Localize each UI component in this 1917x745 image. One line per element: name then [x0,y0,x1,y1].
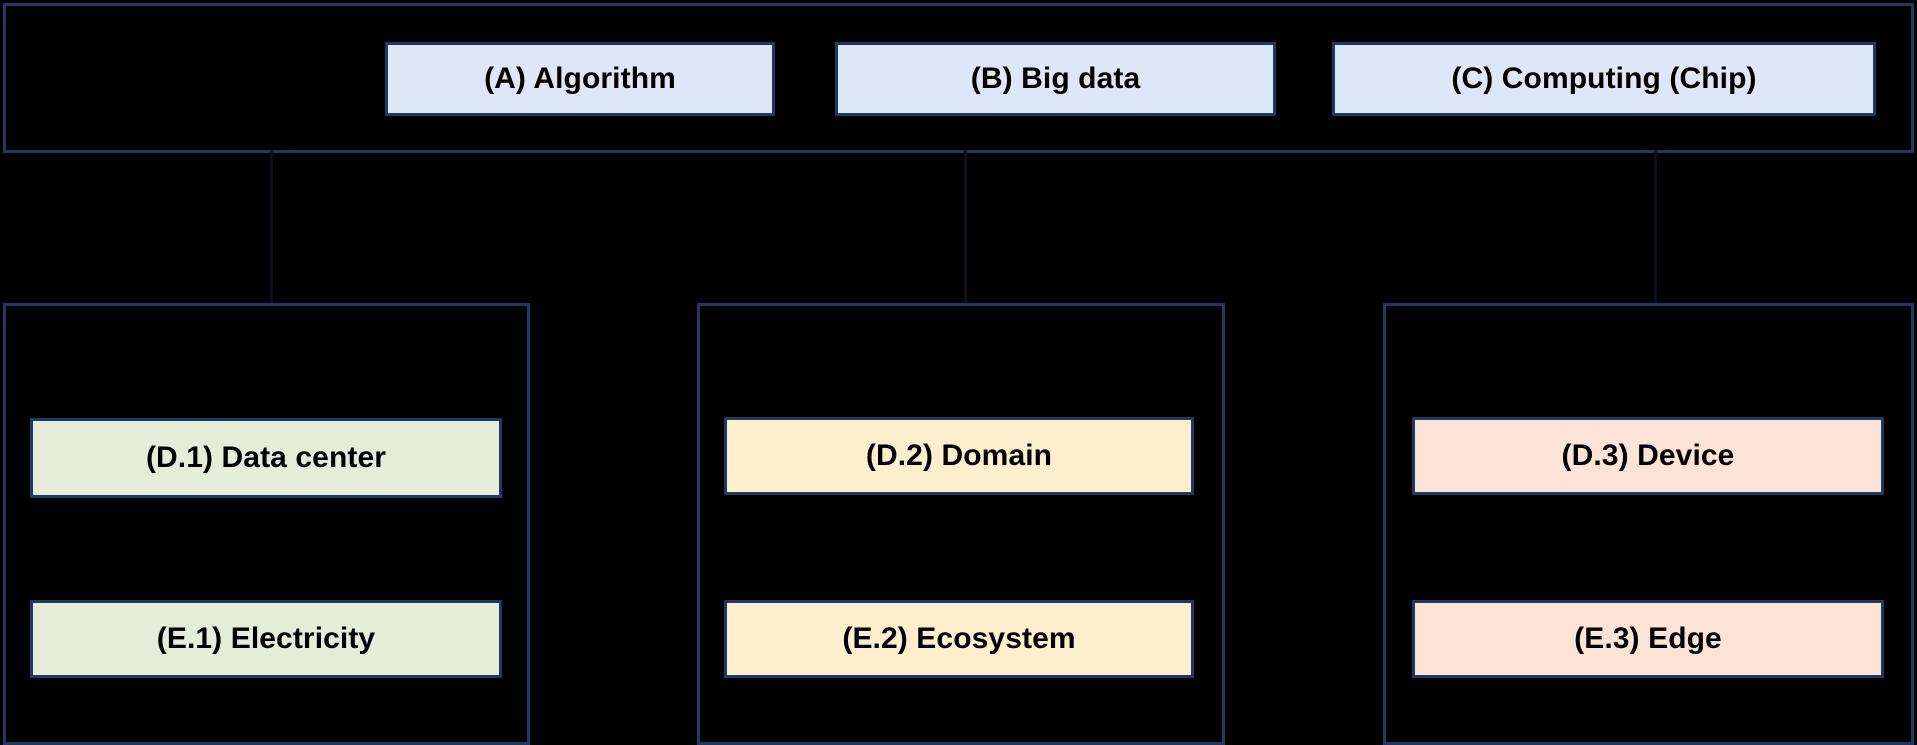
group-data-center [3,303,530,745]
connector-top-to-group-3 [1654,150,1657,306]
connector-top-to-group-1 [270,150,273,306]
node-edge[interactable]: (E.3) Edge [1412,600,1884,678]
node-ecosystem[interactable]: (E.2) Ecosystem [724,600,1194,678]
node-domain[interactable]: (D.2) Domain [724,417,1194,495]
node-device[interactable]: (D.3) Device [1412,417,1884,495]
node-computing-chip[interactable]: (C) Computing (Chip) [1332,42,1876,116]
connector-top-to-group-2 [964,150,967,306]
group-device [1383,303,1914,745]
node-big-data[interactable]: (B) Big data [835,42,1276,116]
top-layer-group [3,3,1914,153]
node-electricity[interactable]: (E.1) Electricity [30,600,502,678]
node-data-center[interactable]: (D.1) Data center [30,418,502,498]
group-domain [697,303,1225,745]
node-algorithm[interactable]: (A) Algorithm [385,42,775,116]
